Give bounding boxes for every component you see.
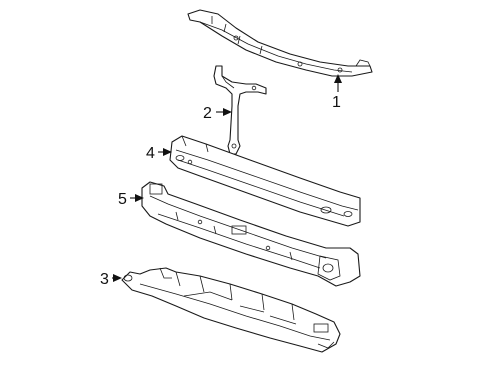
callout-4: 4 <box>146 145 172 162</box>
upper-tie-bar <box>187 9 373 77</box>
callout-1: 1 <box>332 74 342 111</box>
callout-label-4: 4 <box>146 145 155 162</box>
bumper-impact-bar <box>169 135 361 227</box>
center-support-bracket <box>213 65 267 155</box>
callout-label-5: 5 <box>118 191 127 208</box>
callout-label-1: 1 <box>332 94 341 111</box>
callout-3: 3 <box>100 271 122 288</box>
callout-2: 2 <box>203 105 232 122</box>
callout-5: 5 <box>118 191 144 208</box>
lower-deflector <box>121 267 341 353</box>
callout-label-2: 2 <box>203 105 212 122</box>
callout-label-3: 3 <box>100 271 109 288</box>
energy-absorber <box>141 181 361 287</box>
